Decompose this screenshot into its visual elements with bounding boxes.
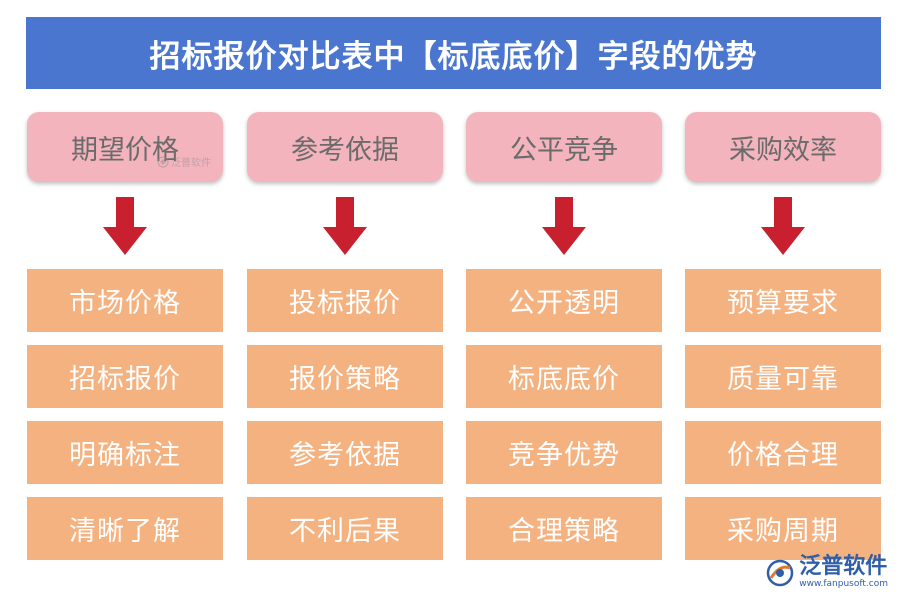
column-heading: 采购效率 xyxy=(685,112,881,182)
down-arrow-icon xyxy=(542,197,586,255)
list-item: 明确标注 xyxy=(27,421,223,484)
list-item: 参考依据 xyxy=(247,421,443,484)
watermark-small-text: 泛普软件 xyxy=(171,158,211,169)
list-item: 招标报价 xyxy=(27,345,223,408)
down-arrow-icon xyxy=(323,197,367,255)
column-heading-label: 期望价格 xyxy=(71,134,179,166)
watermark-small-logo: 泛普软件 xyxy=(157,154,211,169)
list-item: 合理策略 xyxy=(466,497,662,560)
list-item: 不利后果 xyxy=(247,497,443,560)
list-item: 公开透明 xyxy=(466,269,662,332)
column-expected-price: 期望价格 泛普软件 市场价格 招标报价 明确标注 清晰了解 xyxy=(27,112,223,560)
column-heading: 期望价格 泛普软件 xyxy=(27,112,223,182)
column-heading: 公平竞争 xyxy=(466,112,662,182)
list-item: 采购周期 xyxy=(685,497,881,560)
list-item: 预算要求 xyxy=(685,269,881,332)
down-arrow-icon xyxy=(761,197,805,255)
logo-name: 泛普软件 xyxy=(799,554,888,579)
column-heading: 参考依据 xyxy=(247,112,443,182)
list-item: 竞争优势 xyxy=(466,421,662,484)
column-fair-competition: 公平竞争 公开透明 标底底价 竞争优势 合理策略 xyxy=(466,112,662,560)
logo-mark-icon xyxy=(767,559,794,586)
down-arrow-icon xyxy=(103,197,147,255)
list-item: 标底底价 xyxy=(466,345,662,408)
column-procurement-efficiency: 采购效率 预算要求 质量可靠 价格合理 采购周期 xyxy=(685,112,881,560)
list-item: 价格合理 xyxy=(685,421,881,484)
list-item: 报价策略 xyxy=(247,345,443,408)
brand-logo: 泛普软件 www.fanpusoft.com xyxy=(765,555,888,590)
column-reference-basis: 参考依据 投标报价 报价策略 参考依据 不利后果 xyxy=(247,112,443,560)
logo-url: www.fanpusoft.com xyxy=(799,579,888,589)
list-item: 清晰了解 xyxy=(27,497,223,560)
list-item: 质量可靠 xyxy=(685,345,881,408)
page-title: 招标报价对比表中【标底底价】字段的优势 xyxy=(26,17,881,89)
list-item: 投标报价 xyxy=(247,269,443,332)
list-item: 市场价格 xyxy=(27,269,223,332)
logo-mark-icon xyxy=(157,155,169,168)
